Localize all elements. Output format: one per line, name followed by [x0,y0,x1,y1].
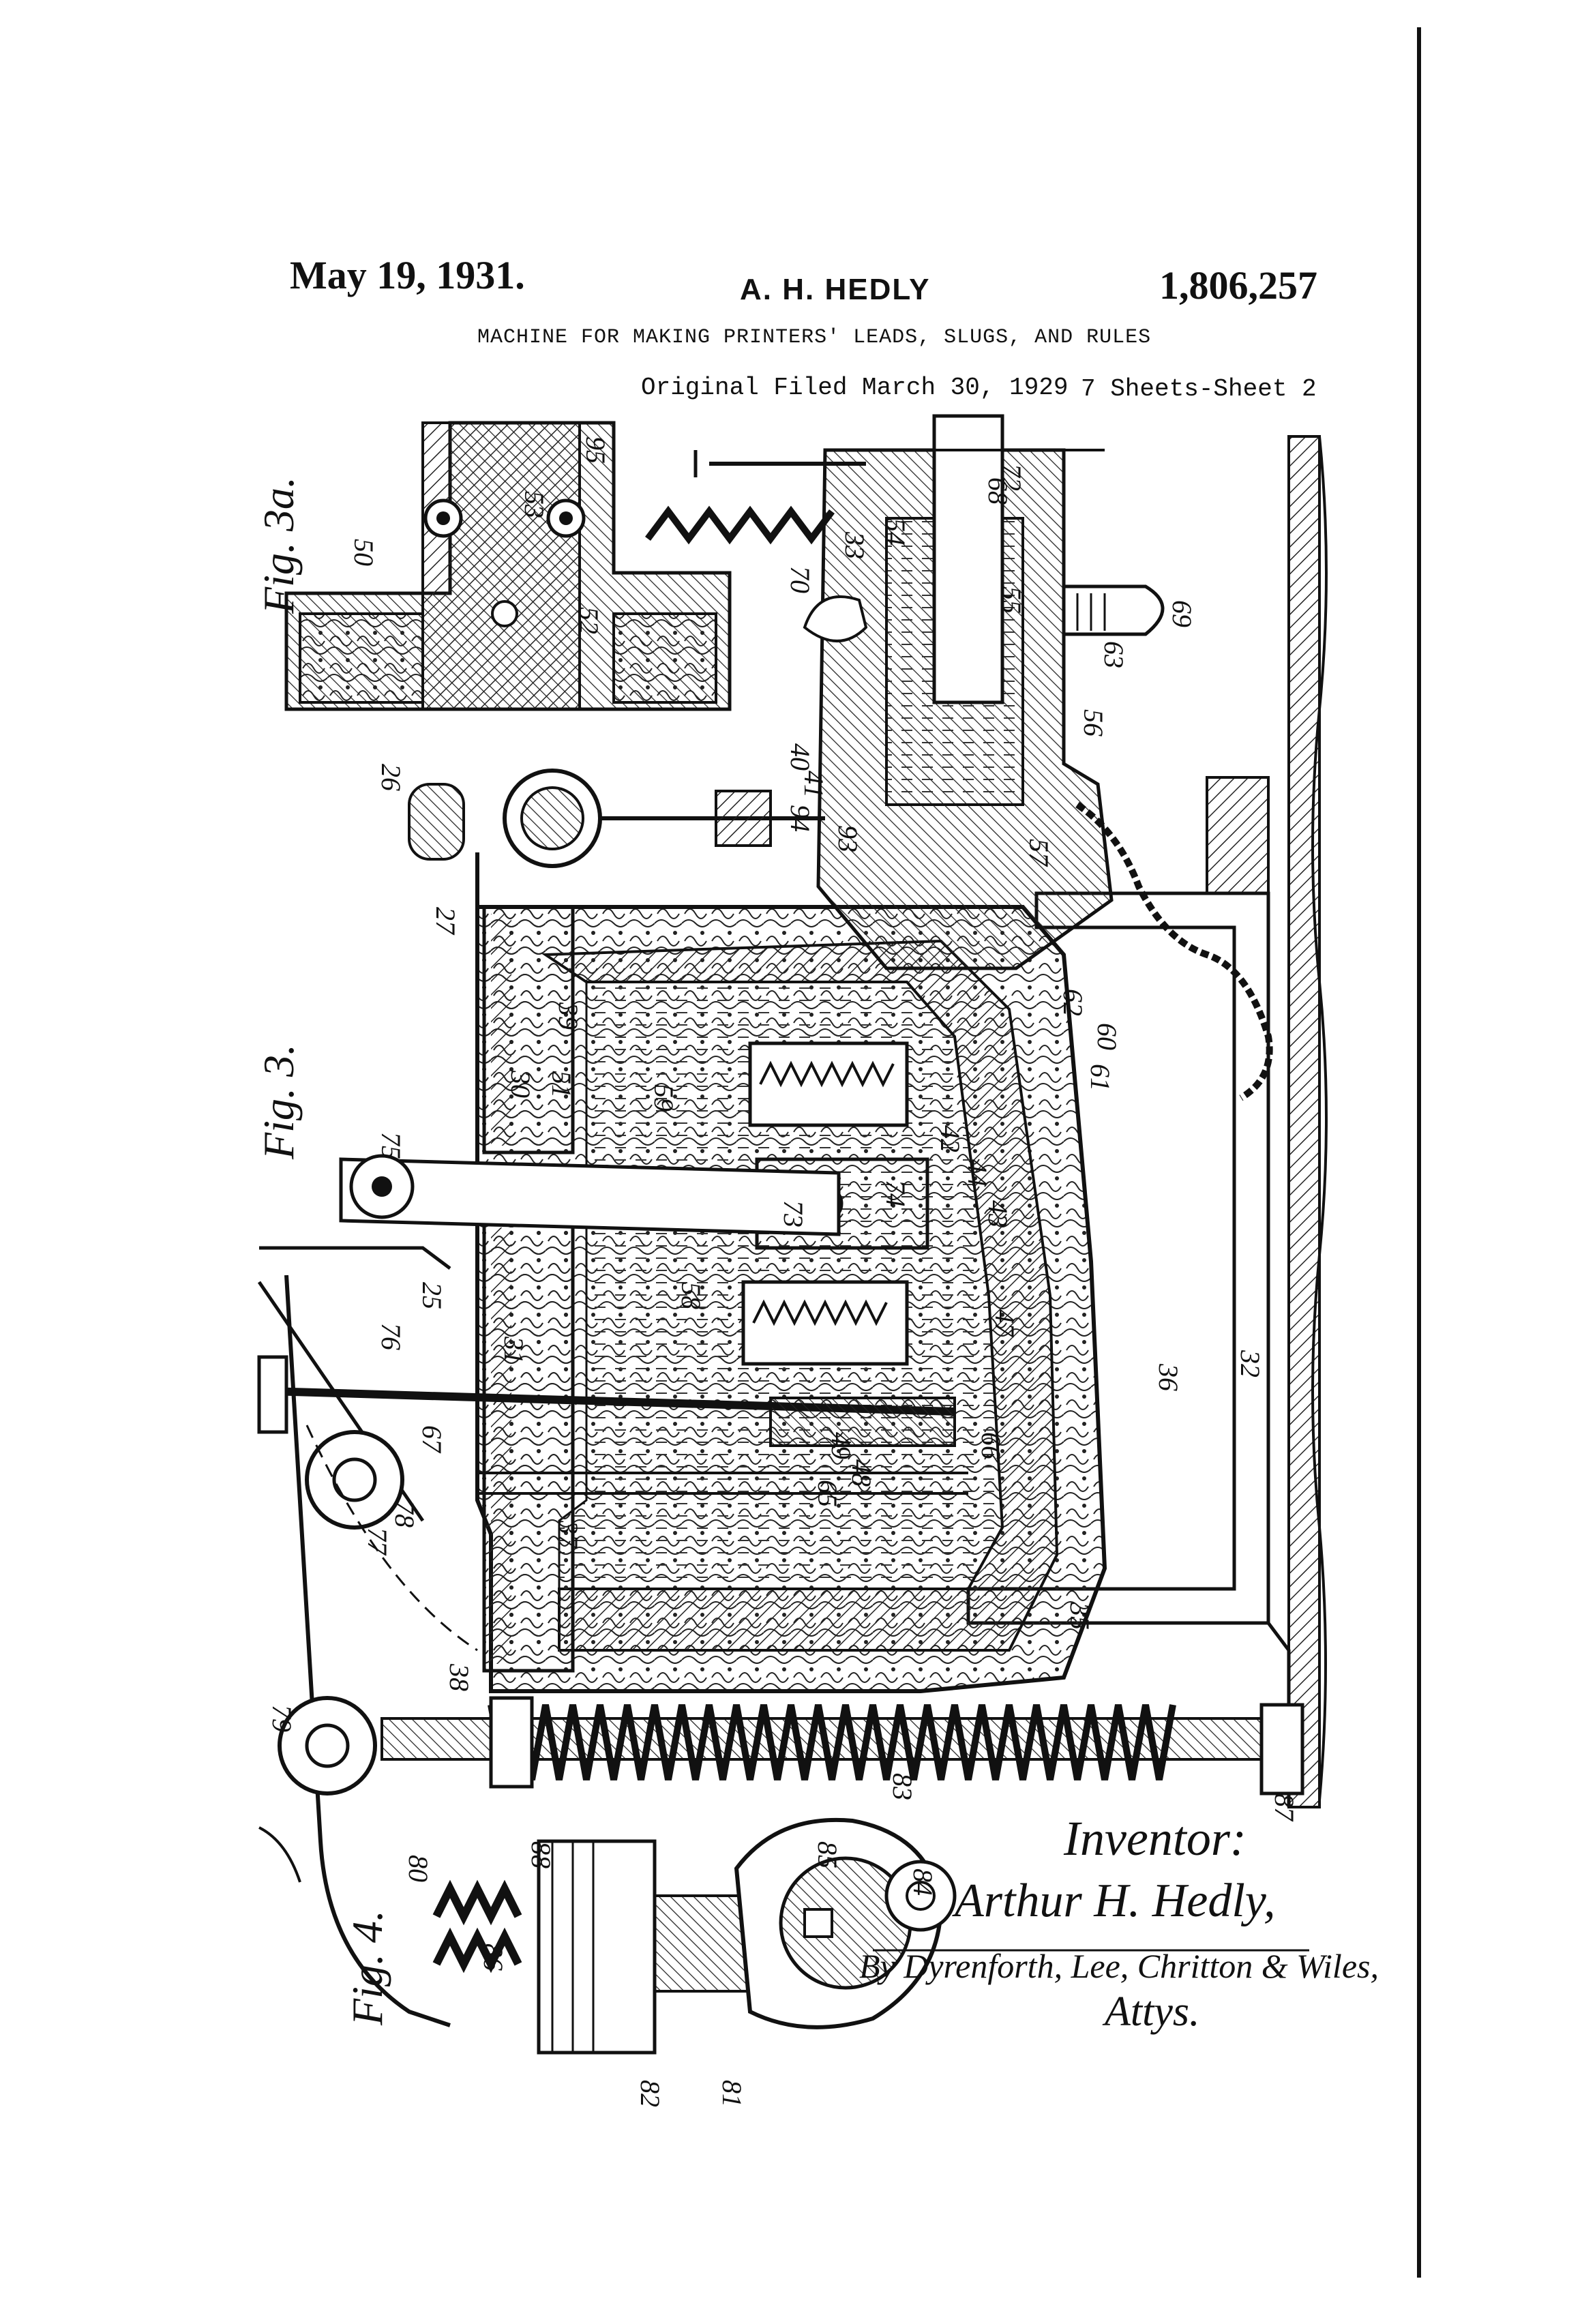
reference-numeral: 48 [846,1459,877,1487]
reference-numeral: 86 [478,1943,509,1971]
attorneys-signature: By Dyrenforth, Lee, Chritton & Wiles, [859,1947,1379,1985]
reference-numeral: 63 [1099,641,1129,668]
reference-numeral: 57 [1024,839,1054,867]
heating-element-lower [743,1282,907,1364]
reference-numeral: 60 [1092,1023,1122,1050]
reference-numeral: 73 [778,1200,809,1227]
plunger-rod [934,416,1002,702]
reference-numeral: 26 [376,764,406,791]
reference-numeral: 93 [833,825,863,852]
reference-numeral: 95 [580,436,611,464]
reference-numeral: 56 [1078,709,1109,736]
reference-numeral: 69 [1167,600,1197,627]
reference-numeral: 80 [403,1855,434,1882]
inventor-signature: Arthur H. Hedly, [952,1875,1276,1927]
reference-numeral: 65 [812,1480,843,1507]
reference-numeral: 47 [989,1309,1020,1338]
fig4-label: Fig. 4. [343,1910,391,2026]
reference-numeral: 74 [880,1180,911,1207]
reference-numeral: 53 [519,491,550,518]
fig3a-label: Fig. 3a. [254,477,303,614]
reference-numeral: 33 [839,531,870,559]
lever-arm [341,1159,839,1234]
fig3-label: Fig. 3. [254,1044,303,1160]
reference-numeral: 43 [983,1200,1013,1227]
reference-numeral: 35 [1064,1602,1095,1630]
reference-numeral: 41 [799,771,829,798]
reference-numeral: 37 [553,1520,584,1549]
reference-numeral: 32 [1235,1350,1266,1377]
reference-numeral: 62 [1058,989,1088,1016]
reference-numeral: 70 [785,566,816,593]
reference-numeral: 75 [376,1132,406,1159]
reference-numeral: 81 [717,2080,747,2107]
inventor-label: Inventor: [1063,1811,1247,1866]
reference-numeral: 54 [880,518,911,546]
reference-numeral: 39 [553,1002,584,1030]
reference-numeral: 67 [417,1425,447,1454]
reference-numeral: 78 [389,1500,420,1528]
reference-numeral: 40 [785,743,816,771]
reference-numeral: 52 [573,607,604,634]
reference-numeral: 77 [362,1528,393,1556]
reference-numeral: 51 [546,1071,577,1098]
reference-numeral: 30 [505,1070,536,1098]
reference-numeral: 94 [785,805,816,832]
reference-numeral: 25 [417,1282,447,1309]
base-plate [1289,436,1319,1807]
reference-numeral: 61 [1085,1064,1116,1091]
reference-numeral: 36 [1153,1363,1184,1391]
reference-numeral: 55 [996,586,1027,614]
reference-numeral: 83 [887,1773,918,1800]
reference-numeral: 59 [648,1084,679,1112]
reference-numeral: 82 [635,2080,666,2107]
reference-numeral: 49 [826,1432,856,1459]
fig4-drum [539,1841,655,2053]
reference-numeral: 66 [976,1432,1006,1459]
reference-numeral: 88 [526,1841,556,1868]
reference-numeral: 72 [996,464,1027,491]
reference-numeral: 42 [935,1125,966,1152]
reference-numeral: 27 [430,907,461,936]
reference-numeral: 87 [1269,1793,1300,1822]
reference-numeral: 31 [498,1336,529,1364]
reference-numeral: 79 [267,1705,297,1732]
adjusting-screw [1064,586,1163,634]
reference-numeral: 84 [908,1868,938,1896]
reference-numeral: 44 [962,1159,993,1187]
attys-label: Attys. [1102,1988,1199,2035]
reference-numeral: 50 [348,539,379,566]
reference-numeral: 76 [376,1323,406,1350]
reference-numeral: 85 [812,1841,843,1868]
reference-numeral: 58 [676,1282,706,1309]
reference-numeral: 38 [444,1663,475,1691]
